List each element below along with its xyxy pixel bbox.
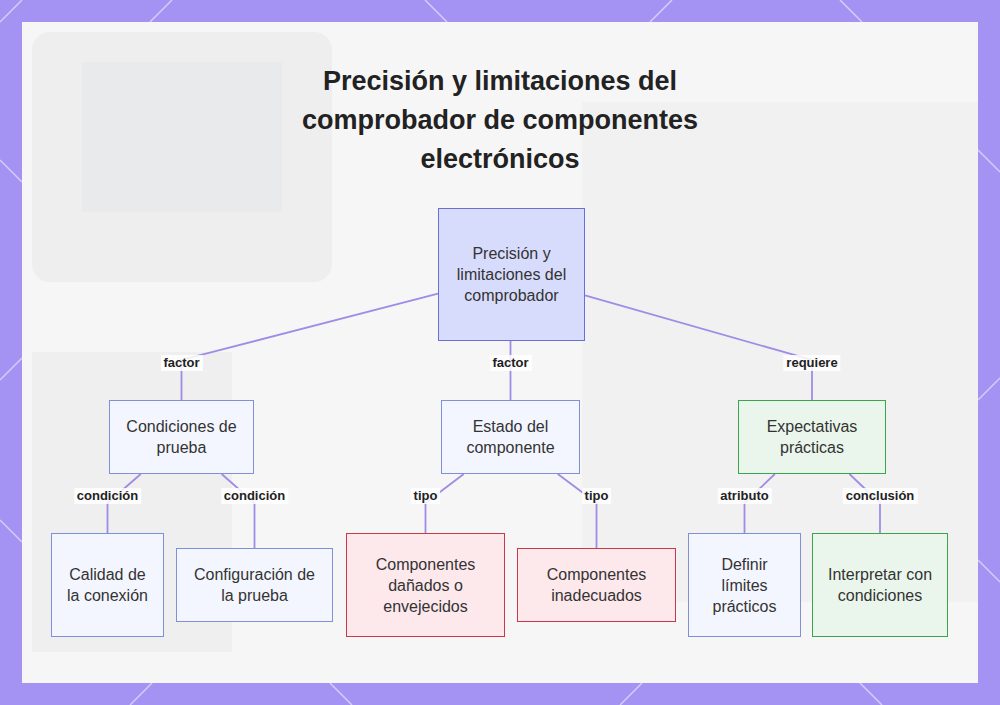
connector-line — [585, 295, 812, 400]
node-label: Definir límites prácticos — [701, 554, 788, 617]
node-label: Estado del componente — [454, 416, 567, 458]
connector-line — [182, 294, 439, 400]
edge-label: requiere — [783, 355, 840, 371]
edge-label: tipo — [582, 488, 612, 504]
concept-box: Calidad de la conexión — [51, 533, 164, 637]
concept-box: Configuración de la prueba — [176, 548, 333, 622]
edge-label: conclusión — [843, 488, 918, 504]
edge-label: condición — [221, 488, 288, 504]
concept-box: Componentes dañados o envejecidos — [346, 533, 505, 637]
node-label: Componentes inadecuados — [530, 564, 663, 606]
node-label: Componentes dañados o envejecidos — [359, 554, 492, 617]
node-label: Interpretar con condiciones — [825, 564, 935, 606]
edge-label: atributo — [717, 488, 771, 504]
concept-box: Expectativas prácticas — [738, 400, 886, 474]
node-label: Precisión y limitaciones del comprobador — [451, 243, 572, 306]
concept-box: Definir límites prácticos — [688, 533, 801, 637]
connector-line — [222, 474, 255, 548]
concept-box: Estado del componente — [441, 400, 580, 474]
edge-label: tipo — [411, 488, 441, 504]
concept-box: Condiciones de prueba — [109, 400, 254, 474]
concept-box: Componentes inadecuados — [517, 548, 676, 622]
edge-label: condición — [74, 488, 141, 504]
diagram-title: Precisión y limitaciones del comprobador… — [270, 62, 730, 179]
concept-box: Interpretar con condiciones — [812, 533, 948, 637]
node-label: Configuración de la prueba — [189, 564, 320, 606]
node-label: Expectativas prácticas — [751, 416, 873, 458]
concept-box: Precisión y limitaciones del comprobador — [438, 208, 585, 341]
connector-line — [558, 474, 597, 548]
node-label: Calidad de la conexión — [64, 564, 151, 606]
edge-label: factor — [160, 355, 202, 371]
edge-label: factor — [489, 355, 531, 371]
node-label: Condiciones de prueba — [122, 416, 241, 458]
